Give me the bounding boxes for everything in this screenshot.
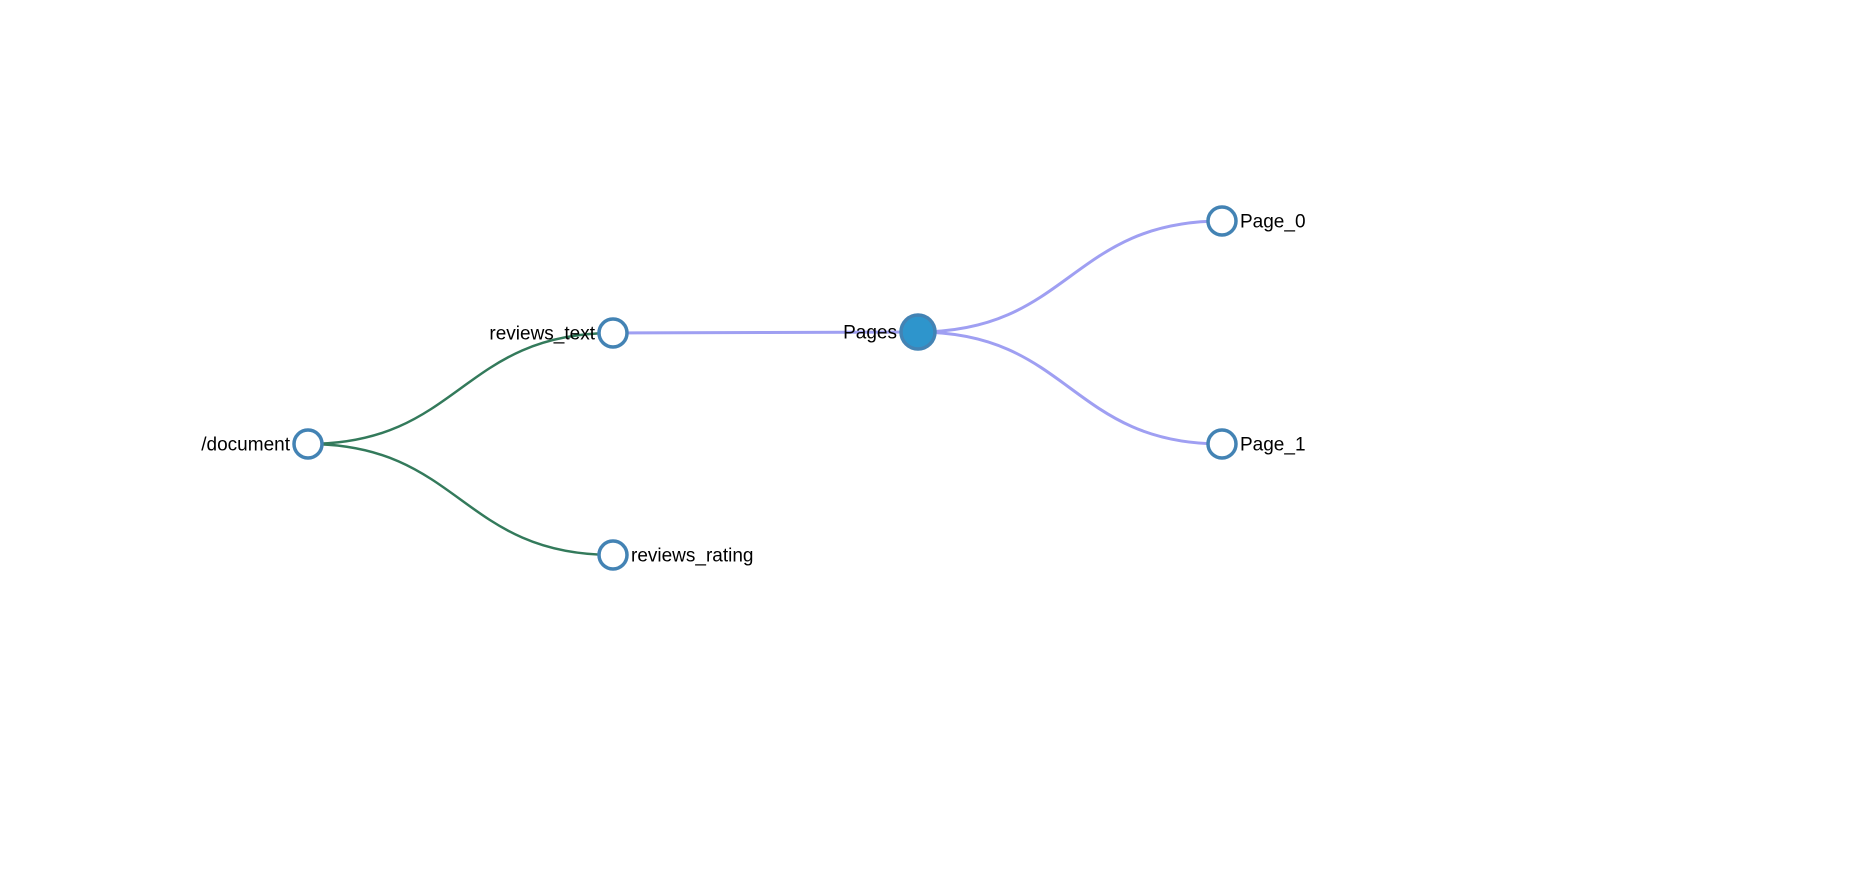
node-label-reviews_rating: reviews_rating — [631, 545, 754, 566]
node-label-page_0: Page_0 — [1240, 211, 1306, 232]
node-label-document: /document — [201, 434, 290, 455]
tree-link-pages-to-page_1 — [916, 330, 1224, 446]
tree-link-pages-to-page_0 — [916, 219, 1224, 334]
tree-node-reviews_rating[interactable] — [597, 539, 629, 571]
tree-node-page_0[interactable] — [1206, 205, 1238, 237]
node-label-reviews_text: reviews_text — [489, 323, 595, 344]
tree-link-document-to-reviews_text — [306, 331, 615, 446]
tree-node-document[interactable] — [292, 428, 324, 460]
tree-link-reviews_text-to-pages — [611, 330, 920, 335]
node-label-page_1: Page_1 — [1240, 434, 1306, 455]
node-label-pages: Pages — [843, 322, 897, 343]
tree-link-document-to-reviews_rating — [306, 442, 615, 557]
tree-node-reviews_text[interactable] — [597, 317, 629, 349]
tree-node-pages[interactable] — [899, 313, 937, 351]
tree-node-page_1[interactable] — [1206, 428, 1238, 460]
